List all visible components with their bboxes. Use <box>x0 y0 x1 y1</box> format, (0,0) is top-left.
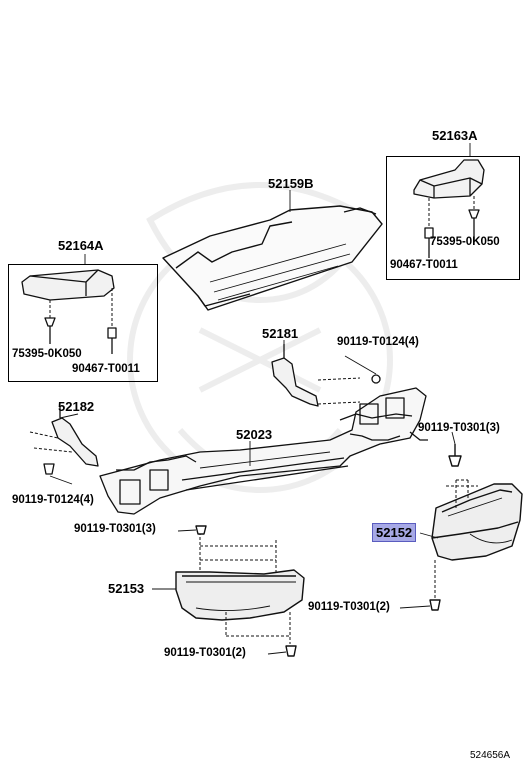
callout-75395-0K050-right[interactable]: 75395-0K050 <box>430 236 500 248</box>
callout-52181[interactable]: 52181 <box>262 326 299 341</box>
callout-90119-T0301-2-bottom[interactable]: 90119-T0301(2) <box>164 647 246 659</box>
step-pad-52159B <box>162 205 383 311</box>
callout-90119-T0124-left[interactable]: 90119-T0124(4) <box>12 494 94 506</box>
callout-90119-T0301-2-right[interactable]: 90119-T0301(2) <box>308 601 390 613</box>
bracket-52181 <box>271 344 381 407</box>
callout-75395-0K050-left[interactable]: 75395-0K050 <box>12 348 82 360</box>
callout-52182[interactable]: 52182 <box>58 399 95 414</box>
bumper-end-52153 <box>175 525 305 657</box>
step-pad-end-52163A <box>413 159 485 258</box>
callout-90119-T0124-top[interactable]: 90119-T0124(4) <box>337 336 419 348</box>
callout-52023[interactable]: 52023 <box>236 427 273 442</box>
diagram-reference-number: 524656A <box>470 750 511 761</box>
callout-90119-T0301-left[interactable]: 90119-T0301(3) <box>74 523 156 535</box>
callout-90467-T0011-right[interactable]: 90467-T0011 <box>390 259 458 271</box>
frame-52164A <box>8 264 158 382</box>
leader-lines <box>49 143 471 655</box>
reinforcement-52023 <box>99 387 428 515</box>
step-pad-end-52164A <box>21 269 117 354</box>
callout-90119-T0301-right[interactable]: 90119-T0301(3) <box>418 422 500 434</box>
callout-52164A[interactable]: 52164A <box>58 238 104 253</box>
callout-90467-T0011-left[interactable]: 90467-T0011 <box>72 363 140 375</box>
callout-52159B[interactable]: 52159B <box>268 176 314 191</box>
frame-52163A <box>386 156 520 280</box>
bumper-end-52152 <box>429 444 523 611</box>
callout-52152-highlighted[interactable]: 52152 <box>372 523 417 542</box>
callout-52163A[interactable]: 52163A <box>432 128 478 143</box>
bracket-52182 <box>29 406 99 475</box>
callout-52153[interactable]: 52153 <box>108 581 145 596</box>
